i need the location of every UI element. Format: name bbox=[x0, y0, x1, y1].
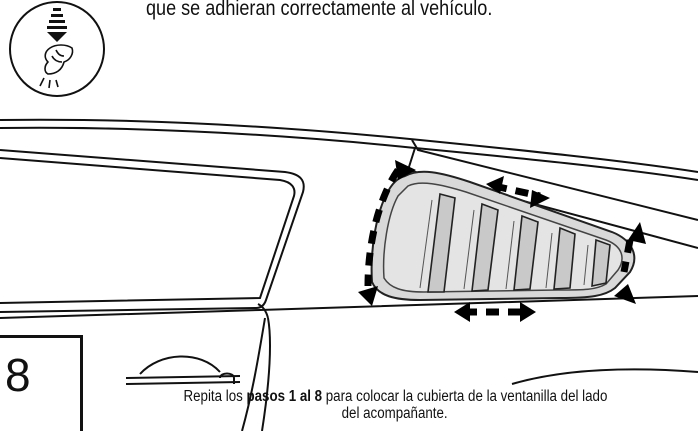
dashed-arrow-icon bbox=[486, 176, 504, 194]
step-caption: Repita los pasos 1 al 8 para colocar la … bbox=[92, 388, 698, 422]
dashed-arrows bbox=[358, 160, 646, 322]
dashed-arrow-icon bbox=[614, 284, 636, 304]
step-caption-line-1: Repita los pasos 1 al 8 para colocar la … bbox=[183, 388, 607, 405]
step-number-box: 8 bbox=[0, 335, 83, 431]
caption-suffix: para colocar la cubierta de la ventanill… bbox=[321, 388, 607, 405]
side-window-frame bbox=[0, 149, 305, 313]
dashed-arrow-icon bbox=[395, 160, 416, 180]
door-handle bbox=[125, 355, 241, 385]
louver-slats bbox=[427, 192, 611, 293]
caption-prefix: Repita los bbox=[183, 388, 247, 405]
press-down-hand-icon bbox=[9, 1, 105, 97]
step-number: 8 bbox=[5, 349, 31, 401]
car-body-outline bbox=[0, 118, 698, 431]
dashed-arrow-icon bbox=[454, 302, 470, 322]
caption-bold-steps: pasos 1 al 8 bbox=[246, 388, 322, 405]
dashed-arrow-icon bbox=[628, 222, 646, 244]
dashed-arrow-icon bbox=[358, 286, 378, 306]
instruction-top-text: que se adhieran correctamente al vehícul… bbox=[146, 0, 493, 20]
wheel-arch bbox=[511, 368, 698, 385]
step-caption-line-2: del acompañante. bbox=[342, 405, 448, 422]
louver-cover bbox=[370, 170, 636, 302]
dashed-arrow-icon bbox=[530, 190, 550, 208]
dashed-arrow-icon bbox=[520, 302, 536, 322]
